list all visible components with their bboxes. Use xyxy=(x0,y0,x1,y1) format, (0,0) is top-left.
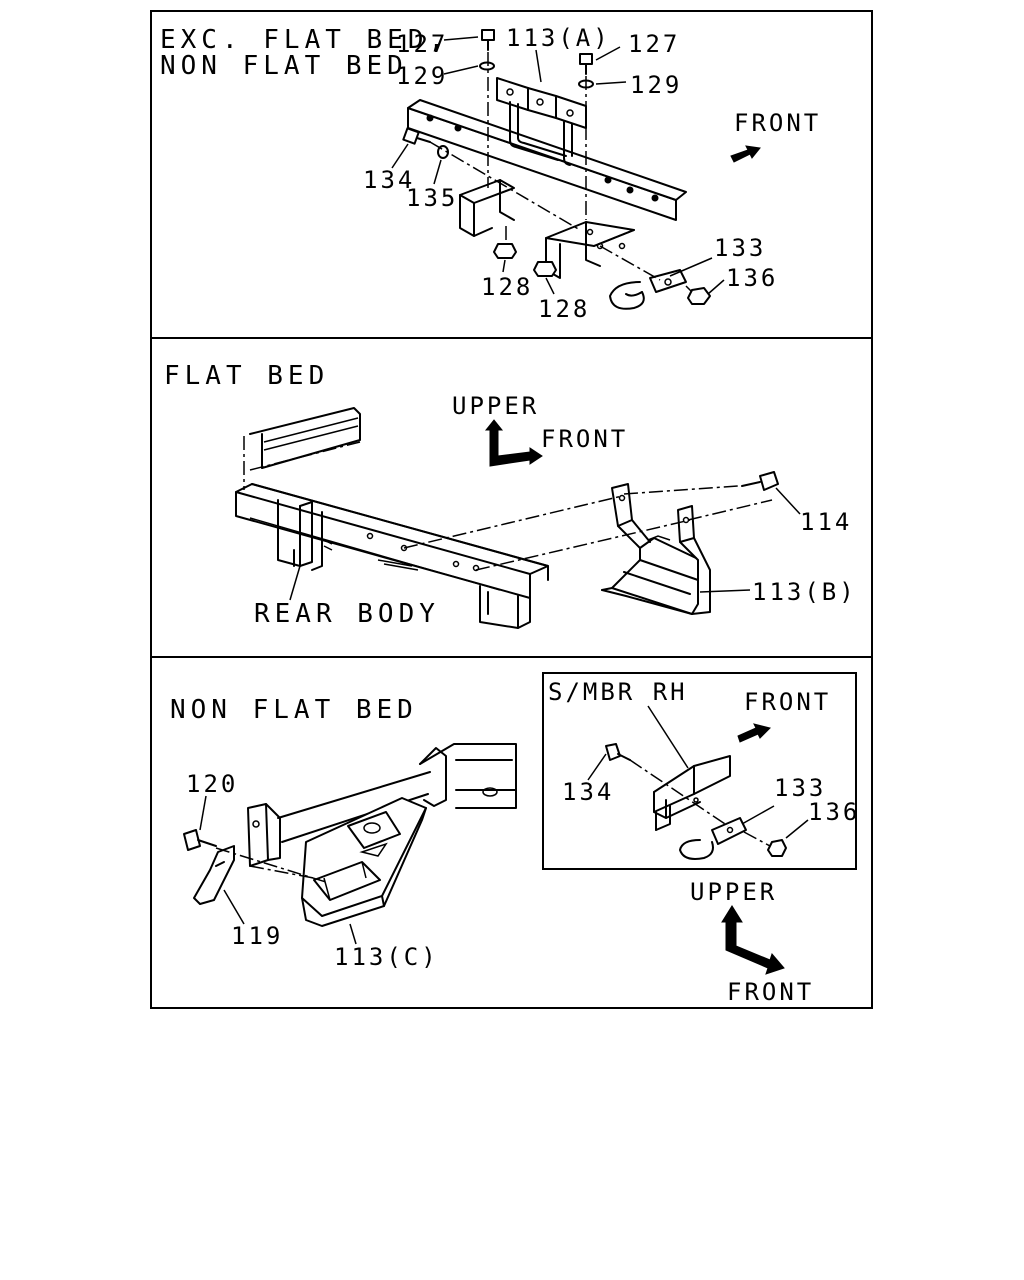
inset-callout-133: 133 xyxy=(774,774,826,802)
inset-front-arrow-icon xyxy=(737,723,771,743)
bolt-134-icon xyxy=(402,127,431,145)
nut-128-right-icon xyxy=(533,261,557,277)
callout-119: 119 xyxy=(231,922,283,950)
bracket-113a xyxy=(496,77,587,166)
panel-title: NON FLAT BED xyxy=(170,695,418,725)
inset-nut-136-icon xyxy=(767,839,787,857)
callout-134: 134 xyxy=(363,166,415,194)
plate-119-icon xyxy=(193,845,235,905)
callout-128-left: 128 xyxy=(481,273,533,301)
rear-body-label: REAR BODY xyxy=(254,599,440,629)
bracket-113c xyxy=(301,797,427,927)
panel-flat-bed: FLAT BED UPPER FRONT xyxy=(164,361,857,629)
direction-upper-label: UPPER xyxy=(452,392,539,420)
callout-136: 136 xyxy=(726,264,778,292)
panel-exc-flat-bed: EXC. FLAT BED, NON FLAT BED xyxy=(160,24,821,323)
panel-title-line1: EXC. FLAT BED, xyxy=(160,25,449,55)
callout-128-right: 128 xyxy=(538,295,590,323)
inset-callout-134: 134 xyxy=(562,778,614,806)
inset-smbr-rh: S/MBR RH FRONT xyxy=(542,672,860,870)
bolt-114-icon xyxy=(741,471,779,491)
upper-front-arrow-icon xyxy=(721,905,785,975)
callout-129-right: 129 xyxy=(630,71,682,99)
frame-upright-right xyxy=(479,579,531,629)
upper-front-arrow-icon xyxy=(484,419,543,467)
panel-non-flat-bed: NON FLAT BED xyxy=(170,672,860,1006)
inset-title: S/MBR RH xyxy=(548,678,688,706)
direction-front-label: FRONT xyxy=(541,425,628,453)
frame-rail xyxy=(235,483,549,599)
inset-callout-136: 136 xyxy=(808,798,860,826)
callout-113b: 113(B) xyxy=(752,578,857,606)
bolt-120-icon xyxy=(183,829,217,851)
washer-129-left-icon xyxy=(479,61,495,71)
frame-channel-right xyxy=(545,221,635,279)
frame-channel-left xyxy=(459,179,515,237)
diagram-frame xyxy=(150,10,873,1009)
tow-hook-133-icon xyxy=(609,269,687,310)
sub-member-channel xyxy=(653,755,731,831)
callout-127-left: 127 xyxy=(396,30,448,58)
bolt-127-right-icon xyxy=(579,53,593,75)
nut-128-left-icon xyxy=(493,243,517,259)
frame-upright-left xyxy=(277,499,323,571)
callout-113c: 113(C) xyxy=(334,943,439,971)
direction-front-label: FRONT xyxy=(734,109,821,137)
inset-direction-front-label: FRONT xyxy=(744,688,831,716)
callout-114: 114 xyxy=(800,508,852,536)
bracket-113b xyxy=(601,483,711,615)
callout-133: 133 xyxy=(714,234,766,262)
front-arrow-icon xyxy=(730,145,761,163)
nut-136-icon xyxy=(687,287,711,305)
callout-135: 135 xyxy=(406,184,458,212)
callout-127-right: 127 xyxy=(628,30,680,58)
direction-front-label: FRONT xyxy=(727,978,814,1006)
callout-120: 120 xyxy=(186,770,238,798)
panel-title: FLAT BED xyxy=(164,361,329,391)
panel-title-line2: NON FLAT BED xyxy=(160,51,408,81)
callout-129-left: 129 xyxy=(396,62,448,90)
callout-113a: 113(A) xyxy=(506,24,611,52)
inset-tow-hook-133-icon xyxy=(679,817,747,860)
rear-body xyxy=(243,407,361,490)
direction-upper-label: UPPER xyxy=(690,878,777,906)
inset-bolt-134-icon xyxy=(605,743,631,761)
bolt-127-left-icon xyxy=(481,29,495,51)
